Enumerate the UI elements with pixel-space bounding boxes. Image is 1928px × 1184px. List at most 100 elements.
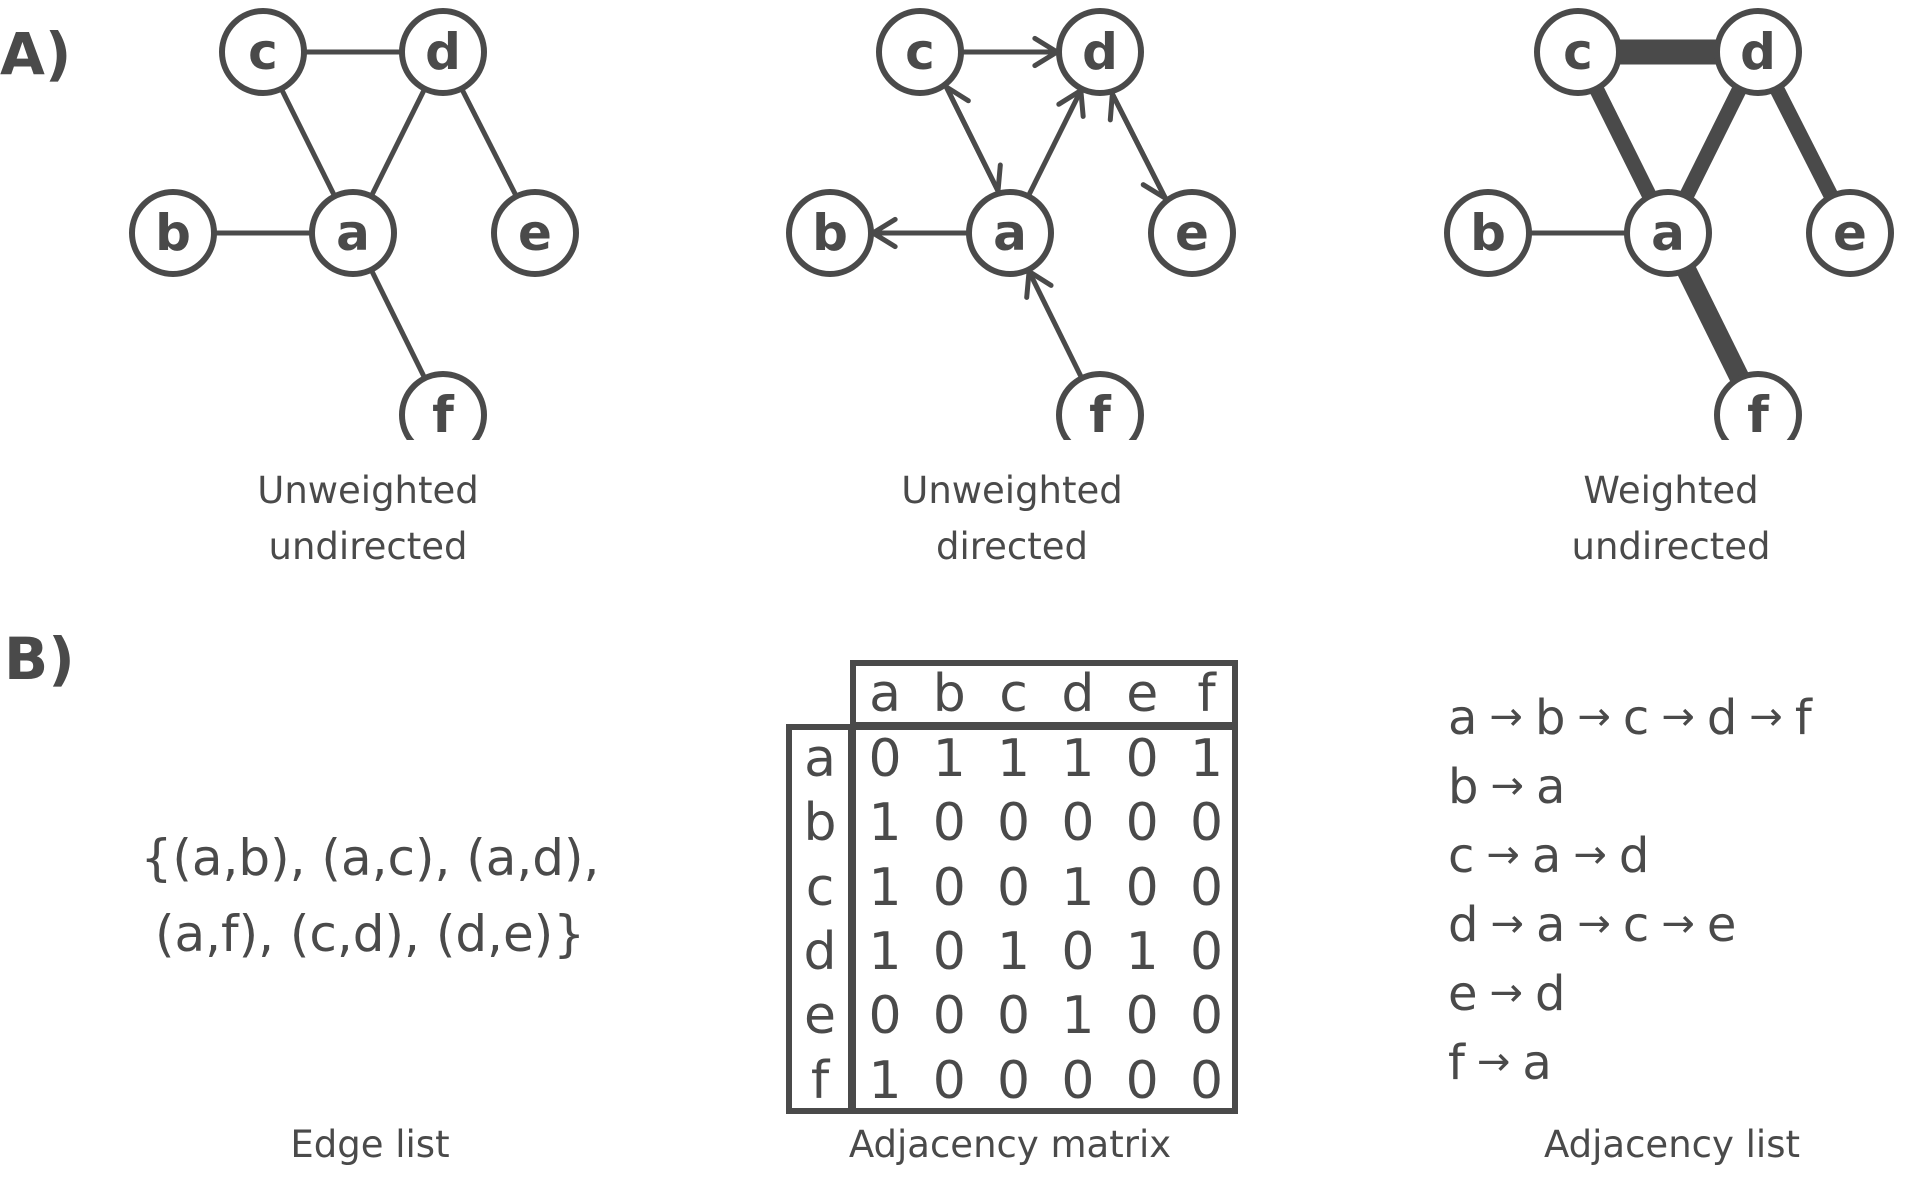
- adjacency-list-node: a: [1535, 759, 1566, 815]
- matrix-cell: 0: [1061, 1050, 1095, 1111]
- panel-a-label: A): [0, 20, 72, 88]
- matrix-cell: 1: [997, 729, 1031, 789]
- node-f: f: [1056, 371, 1144, 440]
- matrix-row-label: a: [804, 729, 836, 789]
- caption-unweighted-directed: Unweighted directed: [862, 463, 1162, 575]
- node-label: c: [248, 23, 278, 81]
- matrix-cell: 1: [1061, 986, 1095, 1047]
- matrix-row-label: c: [805, 857, 835, 918]
- node-label: f: [432, 386, 455, 440]
- matrix-cell: 0: [1189, 857, 1224, 918]
- adjacency-list-node: d: [1706, 690, 1738, 746]
- matrix-cell: 0: [997, 793, 1031, 854]
- adjacency-list-node: e: [1448, 966, 1478, 1022]
- matrix-col-label: e: [1126, 664, 1159, 724]
- matrix-cell: 0: [1125, 1050, 1159, 1111]
- node-d: d: [399, 8, 487, 96]
- arrow-icon: →: [1749, 694, 1783, 740]
- panel-b-label: B): [4, 625, 75, 693]
- matrix-column-header: [850, 660, 1238, 728]
- matrix-row-label: f: [810, 1050, 830, 1111]
- node-label: c: [905, 23, 935, 81]
- adjacency-list-node: e: [1706, 897, 1737, 953]
- matrix-cell: 0: [1189, 986, 1224, 1047]
- node-b: b: [1444, 189, 1532, 277]
- edge-list: {(a,b), (a,c), (a,d), (a,f), (c,d), (d,e…: [70, 820, 670, 972]
- caption-adjacency-list: Adjacency list: [1543, 1123, 1800, 1166]
- matrix-col-label: d: [1061, 664, 1095, 724]
- arrow-icon: →: [1577, 901, 1611, 947]
- matrix-cell: 1: [868, 793, 902, 854]
- node-c: c: [876, 8, 964, 96]
- matrix-cell: 1: [1061, 857, 1095, 918]
- edge-list-line: (a,f), (c,d), (d,e)}: [154, 905, 586, 963]
- adjacency-list-node: d: [1448, 897, 1479, 953]
- node-label: f: [1747, 386, 1770, 440]
- matrix-cell: 1: [868, 1050, 902, 1111]
- matrix-cell: 0: [1125, 986, 1159, 1047]
- matrix-row-header: [786, 724, 854, 1114]
- edge-a-to-d: [1026, 88, 1086, 198]
- matrix-col-label: b: [932, 664, 966, 724]
- adjacency-list-node: c: [1622, 690, 1650, 746]
- node-a: a: [966, 189, 1054, 277]
- adjacency-list-row: d→a→c→e: [1448, 897, 1736, 953]
- adjacency-list-node: b: [1448, 759, 1479, 815]
- adjacency-list-row: a→b→c→d→f: [1448, 690, 1812, 746]
- edge-list-line: {(a,b), (a,c), (a,d),: [140, 829, 600, 887]
- adjacency-list-row: f→a: [1448, 1035, 1552, 1091]
- matrix-row-label: d: [803, 921, 837, 982]
- adjacency-list-node: a: [1531, 828, 1562, 884]
- matrix-cell: 1: [932, 729, 966, 789]
- caption-adjacency-matrix: Adjacency matrix: [848, 1123, 1172, 1166]
- node-label: d: [425, 23, 461, 81]
- matrix-cell: 0: [1189, 1050, 1224, 1111]
- matrix-col-label: c: [999, 664, 1028, 724]
- matrix-cell: 1: [868, 857, 902, 918]
- adjacency-list-node: a: [1522, 1035, 1552, 1091]
- matrix-cell: 0: [1061, 793, 1095, 854]
- matrix-cell: 1: [1189, 729, 1224, 789]
- matrix-body: [850, 724, 1238, 1114]
- adjacency-list-node: c: [1622, 897, 1650, 953]
- node-label: a: [336, 204, 370, 262]
- matrix-row-label: e: [804, 986, 836, 1047]
- caption-line: undirected: [1571, 525, 1771, 568]
- matrix-cell: 0: [932, 921, 966, 982]
- matrix-cell: 1: [868, 921, 902, 982]
- edge-e-to-d: [1107, 91, 1169, 202]
- adjacency-list-node: d: [1535, 966, 1566, 1022]
- node-d: d: [1056, 8, 1144, 96]
- matrix-cell: 0: [1125, 793, 1159, 854]
- matrix-cell: 0: [997, 857, 1031, 918]
- adjacency-list-node: c: [1448, 828, 1475, 884]
- edge-f-to-a: [1024, 269, 1085, 380]
- matrix-cell: 0: [932, 793, 966, 854]
- arrow-icon: →: [1490, 763, 1524, 809]
- node-label: f: [1089, 386, 1112, 440]
- graph-unweighted-directed: a b c d e f: [786, 8, 1236, 440]
- arrow-icon: →: [1490, 901, 1524, 947]
- arrow-icon: →: [1476, 1039, 1511, 1085]
- node-label: b: [812, 204, 848, 262]
- node-b: b: [786, 189, 874, 277]
- matrix-cell: 0: [932, 1050, 966, 1111]
- matrix-cell: 0: [868, 729, 902, 789]
- arrow-icon: →: [1486, 832, 1520, 878]
- node-label: e: [1175, 204, 1209, 262]
- matrix-cell: 0: [932, 986, 966, 1047]
- matrix-cell: 0: [1189, 921, 1224, 982]
- node-label: a: [1651, 204, 1685, 262]
- adjacency-list-node: f: [1448, 1035, 1465, 1091]
- caption-weighted-undirected: Weighted undirected: [1521, 463, 1821, 575]
- adjacency-list-node: b: [1534, 690, 1566, 746]
- matrix-cell: 1: [997, 921, 1031, 982]
- node-d: d: [1714, 8, 1802, 96]
- adjacency-list-row: b→a: [1448, 759, 1565, 815]
- arrow-icon: →: [1577, 694, 1611, 740]
- matrix-col-label: a: [869, 664, 901, 724]
- edge-c-to-d: [961, 35, 1060, 69]
- adjacency-list-row: c→a→d: [1448, 828, 1649, 884]
- arrow-icon: →: [1661, 694, 1695, 740]
